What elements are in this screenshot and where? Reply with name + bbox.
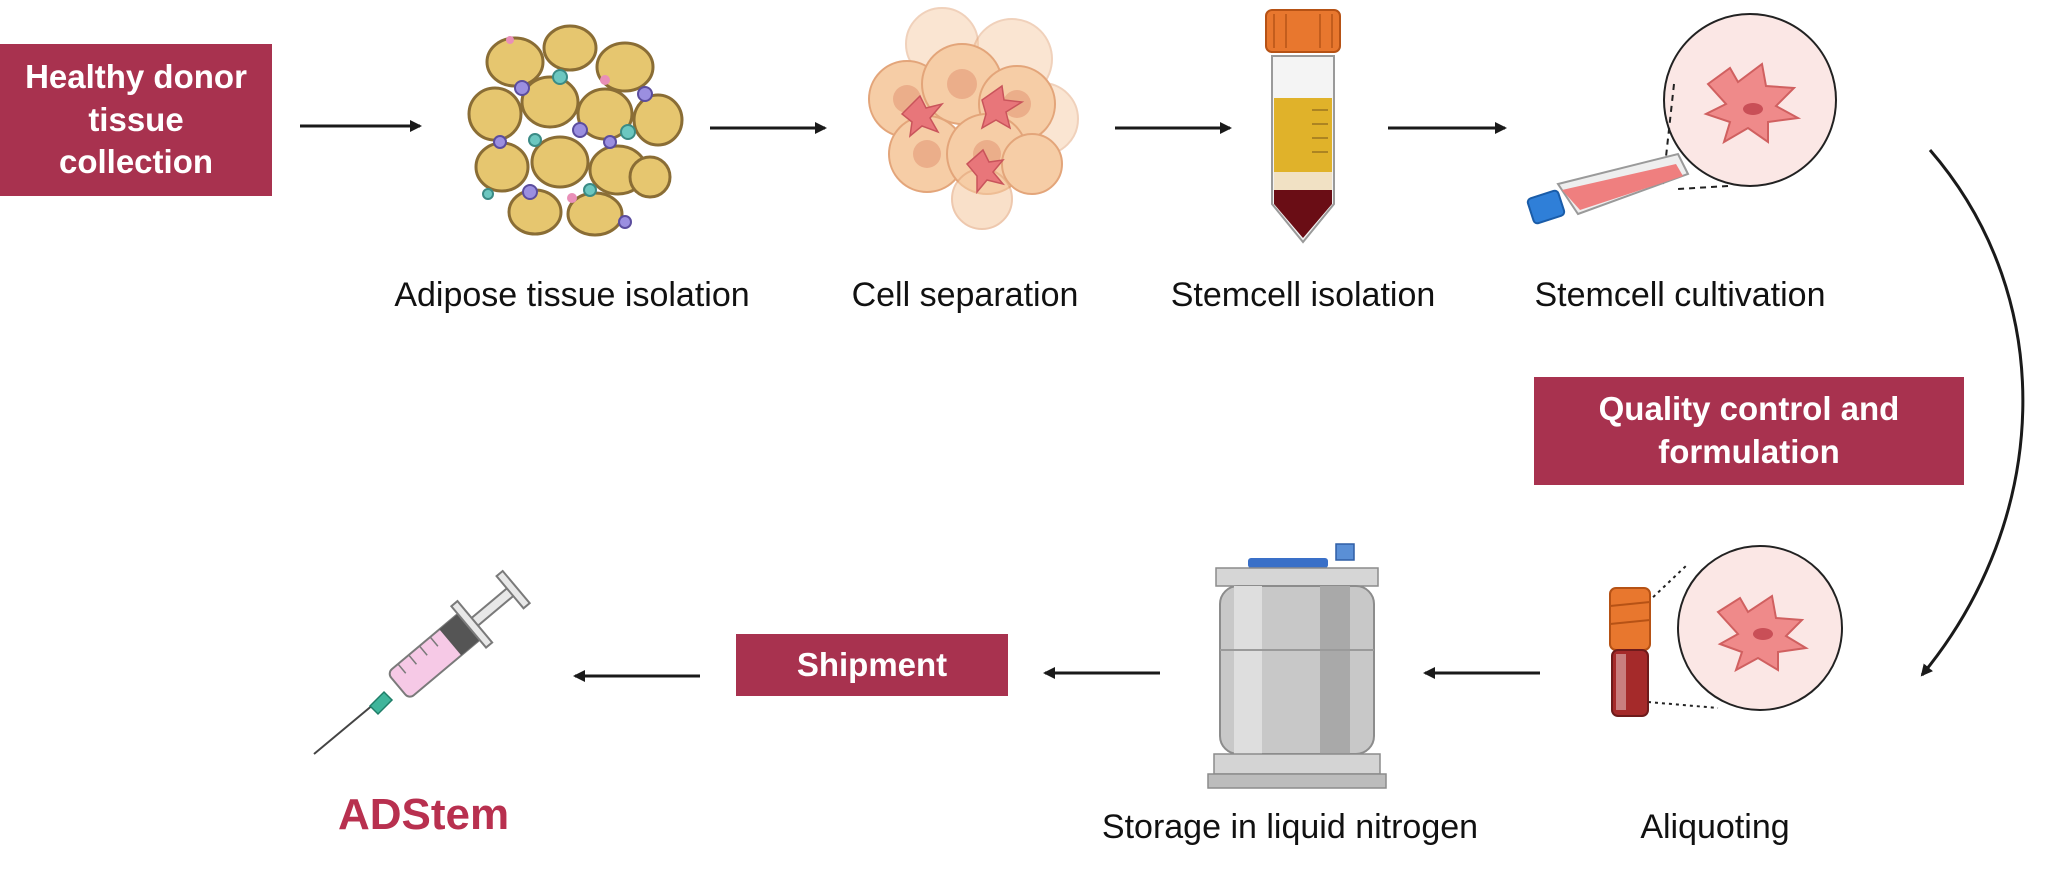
shipment-box: Shipment	[736, 634, 1008, 696]
donor-collection-text: Healthy donor tissue collection	[25, 57, 247, 181]
label-aliquoting: Aliquoting	[1640, 808, 1790, 846]
label-stemcell-cultivation: Stemcell cultivation	[1534, 276, 1826, 314]
product-name-adstem: ADStem	[338, 790, 510, 839]
nitrogen-tank-icon	[1207, 543, 1387, 789]
label-storage-nitrogen: Storage in liquid nitrogen	[1101, 808, 1479, 846]
label-cell-separation: Cell separation	[851, 276, 1079, 314]
shipment-text: Shipment	[796, 645, 948, 683]
donor-collection-box: Healthy donor tissue collection	[0, 44, 272, 196]
fat-tissue-icon	[467, 24, 684, 237]
stem-cell-icon	[1703, 62, 1802, 145]
centrifuge-tube-icon	[1265, 9, 1341, 244]
cell-cluster-icon	[868, 7, 1079, 230]
arrow-cultivation-to-aliquoting	[1920, 149, 2025, 677]
label-stemcell-isolation: Stemcell isolation	[1170, 276, 1436, 314]
quality-control-text: Quality control and formulation	[1598, 390, 1900, 470]
cryovial-icon	[1609, 545, 1843, 717]
syringe-icon	[313, 569, 532, 755]
culture-flask-icon	[1526, 13, 1837, 225]
quality-control-box: Quality control and formulation	[1534, 377, 1964, 485]
label-adipose-isolation: Adipose tissue isolation	[394, 276, 750, 314]
